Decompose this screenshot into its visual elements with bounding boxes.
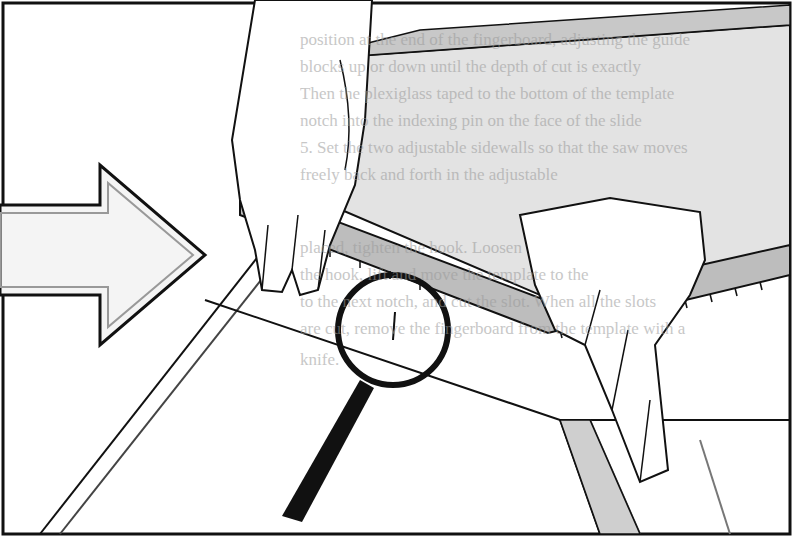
bleed-through-text: the hook, lift and move the template to … [300, 265, 588, 285]
pointer-arrow [0, 165, 205, 345]
bleed-through-text: are cut, remove the fingerboard from the… [300, 319, 685, 339]
bleed-through-text: 5. Set the two adjustable sidewalls so t… [300, 138, 688, 158]
right-fingers [585, 290, 650, 482]
bleed-through-text: position at the end of the fingerboard, … [300, 30, 690, 50]
bleed-through-text: freely back and forth in the adjustable [300, 165, 558, 185]
bleed-through-text: notch into the indexing pin on the face … [300, 111, 642, 131]
bleed-through-text: Then the plexiglass taped to the bottom … [300, 84, 674, 104]
right-hand [520, 198, 705, 482]
bleed-through-text: placed, tighten the hook. Loosen [300, 238, 522, 258]
bleed-through-text: knife. [300, 350, 339, 370]
pointer-arrow-inner [0, 183, 193, 327]
bleed-through-text: to the next notch, and cut the slot. Whe… [300, 292, 656, 312]
magnifier-handle [282, 380, 374, 522]
bleed-through-text: blocks up or down until the depth of cut… [300, 57, 641, 77]
template-edge [300, 5, 790, 60]
